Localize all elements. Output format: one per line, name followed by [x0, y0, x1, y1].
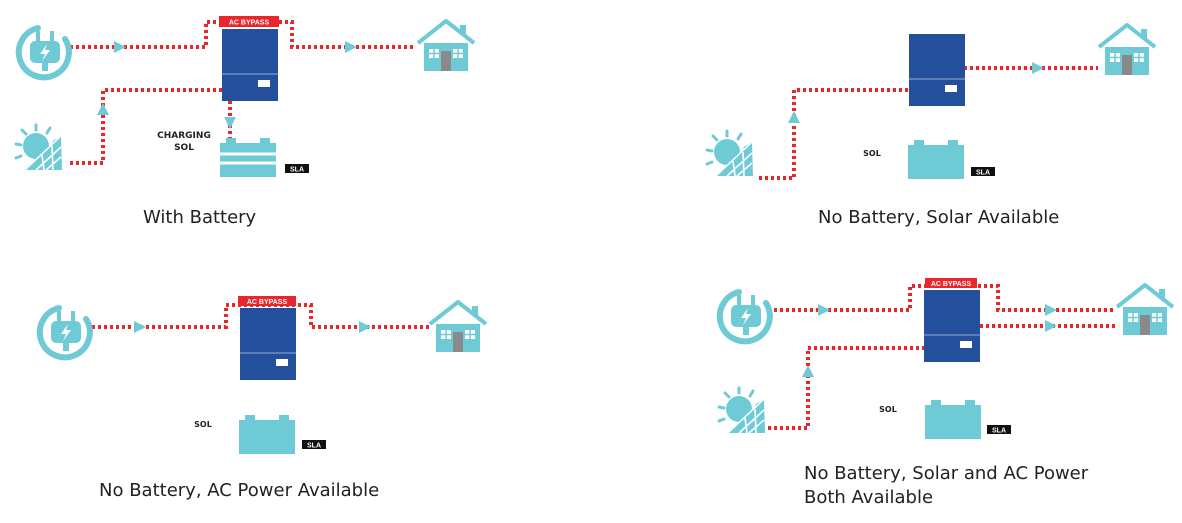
caption-line-2: Both Available — [804, 487, 934, 508]
flow-arrow — [114, 41, 126, 53]
sla-tag — [302, 440, 326, 449]
battery-icon — [925, 400, 981, 439]
sol-label: SOL — [879, 405, 897, 414]
panel-no-battery-solar-ac: AC BYPASS SOL SLA — [717, 278, 1175, 439]
flow-arrow — [224, 117, 236, 129]
battery-icon — [239, 415, 295, 454]
ac-bypass-badge — [219, 16, 279, 27]
inverter-icon — [923, 289, 981, 363]
sla-tag — [971, 167, 995, 176]
house-icon — [428, 300, 488, 354]
flow-arrow — [97, 103, 109, 115]
solar-panel-icon — [717, 386, 769, 435]
ac-bypass-label: AC BYPASS — [229, 20, 270, 27]
ac-bypass-badge — [238, 296, 296, 306]
caption-no-battery-solar-ac: No Battery, Solar and AC Power Both Avai… — [804, 462, 1088, 510]
panel-no-battery-ac: AC BYPASS SOL SLA — [40, 296, 488, 454]
panel-no-battery-solar: SOL SLA — [705, 23, 1157, 180]
sol-label: SOL — [174, 143, 194, 153]
house-icon — [1097, 23, 1157, 77]
flow-arrow — [359, 321, 371, 333]
flow-arrow — [818, 304, 830, 316]
caption-no-battery-solar: No Battery, Solar Available — [818, 207, 1060, 228]
inverter-icon — [221, 28, 279, 102]
house-icon — [416, 19, 476, 73]
ac-plug-icon — [40, 308, 90, 357]
flow-line — [70, 88, 222, 165]
flow-line — [759, 88, 909, 180]
house-icon — [1115, 283, 1175, 337]
sla-tag — [285, 164, 309, 173]
ac-bypass-label: AC BYPASS — [931, 281, 972, 288]
ac-bypass-badge — [925, 278, 977, 288]
flow-arrow — [345, 41, 357, 53]
ac-plug-icon — [720, 292, 770, 341]
flow-arrow — [1045, 320, 1057, 332]
flow-arrow — [134, 321, 146, 333]
battery-icon — [218, 136, 278, 179]
flow-arrow — [1032, 62, 1044, 74]
flow-arrow — [788, 111, 800, 123]
ac-bypass-label: AC BYPASS — [247, 299, 288, 306]
panel-with-battery: AC BYPASS CHARGING SOL SLA — [14, 16, 476, 179]
caption-no-battery-ac: No Battery, AC Power Available — [99, 480, 380, 501]
sla-tag-label: SLA — [976, 170, 990, 177]
inverter-icon — [908, 33, 966, 107]
flow-line — [768, 346, 924, 430]
inverter-icon — [239, 307, 297, 381]
solar-panel-icon — [705, 129, 757, 178]
sla-tag-label: SLA — [992, 428, 1006, 435]
caption-line-1: No Battery, Solar and AC Power — [804, 463, 1089, 484]
flow-arrow — [1045, 304, 1057, 316]
sla-tag — [987, 425, 1011, 434]
solar-panel-icon — [14, 123, 66, 172]
flow-arrow — [802, 365, 814, 377]
sol-label: SOL — [194, 420, 212, 429]
sol-label: SOL — [863, 149, 881, 158]
battery-icon — [908, 140, 964, 179]
ac-plug-icon — [19, 28, 69, 77]
sla-tag-label: SLA — [307, 443, 321, 450]
charging-label: CHARGING — [157, 131, 211, 141]
sla-tag-label: SLA — [290, 167, 304, 174]
caption-with-battery: With Battery — [143, 207, 257, 228]
